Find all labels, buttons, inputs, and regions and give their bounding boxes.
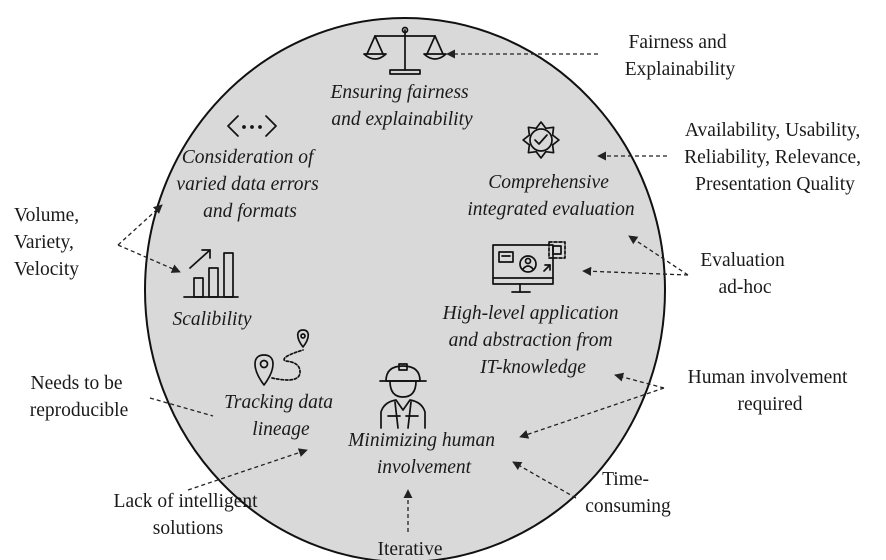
minimizing-inner-label: Minimizing human involvement: [347, 430, 500, 478]
scales-icon: [363, 26, 447, 75]
iterative-outer-label: Iterative: [378, 539, 443, 560]
quality-outer-label: Availability, Usability, Reliability, Re…: [684, 120, 866, 195]
arrow-reproducible: [149, 397, 214, 417]
intelligent-outer-label: Lack of intelligent solutions: [114, 491, 263, 539]
arrow-adhoc-evaluation: [628, 235, 689, 276]
reproducible-outer-label: Needs to be reproducible: [30, 373, 129, 421]
lineage-inner-label: Tracking data lineage: [224, 392, 338, 440]
arrow-adhoc-monitor: [582, 266, 689, 276]
route-pins-icon: [254, 329, 310, 386]
central-circle: [144, 17, 666, 560]
growth-chart-icon: [183, 249, 239, 298]
arrow-volume-errors: [117, 204, 163, 246]
badge-check-icon: [522, 121, 560, 159]
time-outer-label: Time- consuming: [585, 469, 671, 517]
monitor-user-icon: [492, 241, 566, 293]
errors-inner-label: Consideration of varied data errors and …: [176, 147, 323, 222]
human-outer-label: Human involvement required: [688, 367, 853, 415]
fairness-inner-label: Ensuring fairness and explainability: [329, 82, 473, 130]
worker-helmet-icon: [379, 363, 427, 429]
three-v-outer-label: Volume, Variety, Velocity: [14, 205, 84, 280]
arrow-human-highlevel: [614, 372, 665, 389]
evaluation-inner-label: Comprehensive integrated evaluation: [467, 172, 634, 220]
arrow-volume-scalability: [117, 244, 181, 273]
scalability-inner-label: Scalibility: [172, 309, 251, 330]
arrow-time: [512, 461, 577, 499]
arrow-human-minimizing: [519, 387, 665, 439]
fairness-outer-label: Fairness and Explainability: [625, 32, 736, 80]
high-level-inner-label: High-level application and abstraction f…: [442, 303, 624, 378]
adhoc-outer-label: Evaluation ad-hoc: [700, 250, 789, 298]
code-brackets-icon: [227, 115, 277, 137]
